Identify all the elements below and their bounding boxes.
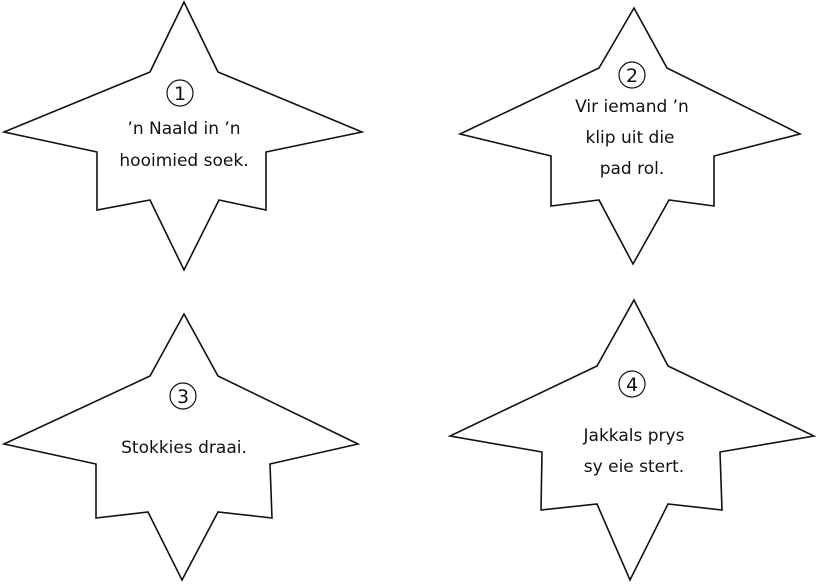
card-2-line-1: Vir iemand ’n	[575, 97, 689, 117]
star-card-1: 1 ’n Naald in ’n hooimied soek.	[1, 0, 365, 272]
number-circle-3	[169, 382, 197, 410]
card-2-number: 2	[626, 65, 638, 87]
card-2-line-3: pad rol.	[600, 159, 665, 179]
card-2-line-2: klip uit die	[585, 128, 674, 148]
card-3-number: 3	[177, 386, 189, 408]
star-shape-2	[457, 6, 803, 266]
star-shape-4	[447, 298, 816, 582]
card-4-number: 4	[626, 374, 638, 396]
card-4-line-1: Jakkals prys	[583, 426, 685, 446]
star-card-2: 2 Vir iemand ’n klip uit die pad rol.	[457, 6, 803, 266]
card-1-number: 1	[174, 83, 186, 105]
star-shape-3	[1, 312, 361, 582]
card-4-line-2: sy eie stert.	[584, 457, 684, 477]
number-circle-2	[618, 61, 646, 89]
card-1-line-1: ’n Naald in ’n	[127, 119, 240, 139]
star-shape-1	[1, 0, 365, 272]
number-circle-1	[166, 79, 194, 107]
number-circle-4	[618, 370, 646, 398]
star-card-3: 3 Stokkies draai.	[1, 312, 361, 582]
star-card-4: 4 Jakkals prys sy eie stert.	[447, 298, 816, 582]
card-1-line-2: hooimied soek.	[119, 151, 248, 171]
card-3-line-1: Stokkies draai.	[121, 438, 247, 458]
